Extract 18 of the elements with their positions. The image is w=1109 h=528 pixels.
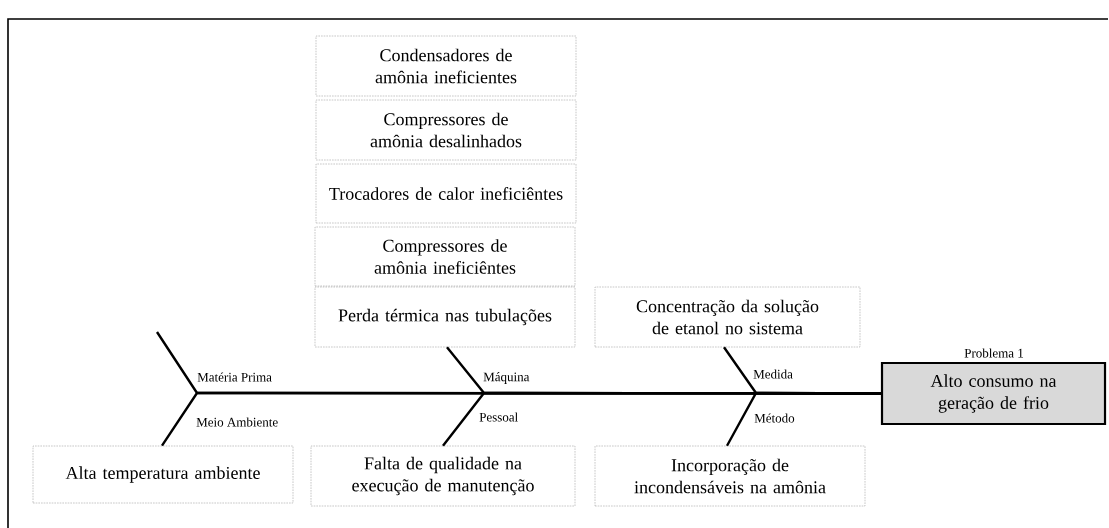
cause-box: Trocadores de calor ineficiêntes bbox=[315, 163, 577, 224]
bone-label: Método bbox=[753, 412, 796, 424]
cause-box: Alta temperatura ambiente bbox=[32, 445, 294, 504]
problem-caption: Problema 1 bbox=[964, 348, 1024, 358]
cause-box: Condensadores de amônia ineficientes bbox=[315, 35, 577, 97]
cause-box: Compressores de amônia ineficiêntes bbox=[314, 226, 576, 287]
cause-box: Perda térmica nas tubulações bbox=[314, 286, 576, 348]
bone-label: Matéria Prima bbox=[196, 371, 273, 383]
problem-box: Alto consumo na geração de frio bbox=[880, 361, 1107, 426]
cause-box: Concentração da solução de etanol no sistema bbox=[594, 286, 861, 348]
fishbone-line bbox=[725, 391, 881, 447]
cause-box: Incorporação de incondensáveis na amônia bbox=[594, 445, 866, 507]
cause-box: Falta de qualidade na execução de manutenção bbox=[310, 445, 576, 507]
cause-box: Compressores de amônia desalinhados bbox=[315, 99, 577, 161]
bone-label: Máquina bbox=[482, 371, 531, 385]
bone-label: Medida bbox=[752, 368, 794, 380]
bone-label: Meio Ambiente bbox=[195, 416, 280, 428]
bone-label: Pessoal bbox=[478, 411, 520, 423]
